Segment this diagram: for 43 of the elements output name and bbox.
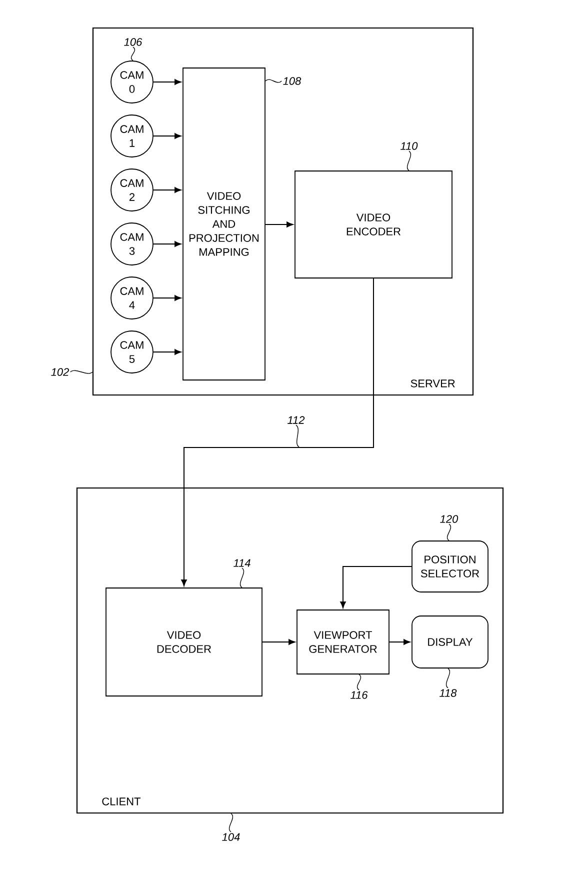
arrow [152, 295, 182, 301]
leader-line [130, 46, 136, 61]
circle-node: CAM 4 [110, 276, 154, 320]
leader-line [356, 674, 362, 690]
process-box: VIDEO ENCODER [294, 170, 452, 278]
reference-numeral: 104 [222, 833, 240, 841]
leader-line [296, 424, 300, 448]
arrow [181, 278, 374, 586]
reference-numeral: 120 [440, 515, 458, 523]
arrow [264, 222, 294, 228]
reference-numeral: 116 [350, 691, 368, 699]
leader-line [240, 568, 244, 588]
arrow [152, 349, 182, 355]
rounded-box: DISPLAY [412, 616, 488, 668]
process-box: VIEWPORT GENERATOR [296, 610, 390, 674]
arrow [388, 639, 410, 645]
reference-numeral: 108 [283, 77, 302, 85]
arrow [152, 79, 182, 85]
reference-numeral: 102 [51, 368, 70, 376]
process-box: VIDEO SITCHING AND PROJECTION MAPPING [182, 68, 266, 380]
reference-numeral: 118 [440, 689, 457, 697]
leader-line [265, 79, 282, 83]
rounded-box: POSITION SELECTOR [412, 540, 488, 592]
leader-line [406, 150, 412, 171]
circle-node: CAM 0 [110, 60, 154, 104]
circle-node: CAM 1 [110, 114, 154, 158]
circle-node: CAM 2 [110, 168, 154, 212]
process-box: VIDEO DECODER [106, 588, 262, 696]
arrow [152, 241, 182, 247]
reference-numeral: 114 [234, 559, 250, 567]
circle-node: CAM 3 [110, 222, 154, 266]
circle-node: CAM 5 [110, 330, 154, 374]
leader-line [446, 524, 452, 541]
leader-line [70, 370, 93, 374]
reference-numeral: 112 [288, 416, 305, 424]
leader-line [446, 668, 450, 688]
reference-numeral: 110 [400, 142, 418, 150]
leader-line [228, 813, 234, 832]
arrow [340, 566, 412, 608]
arrow [262, 639, 296, 645]
arrow [152, 133, 182, 139]
arrow [152, 187, 182, 193]
reference-numeral: 106 [124, 38, 142, 46]
